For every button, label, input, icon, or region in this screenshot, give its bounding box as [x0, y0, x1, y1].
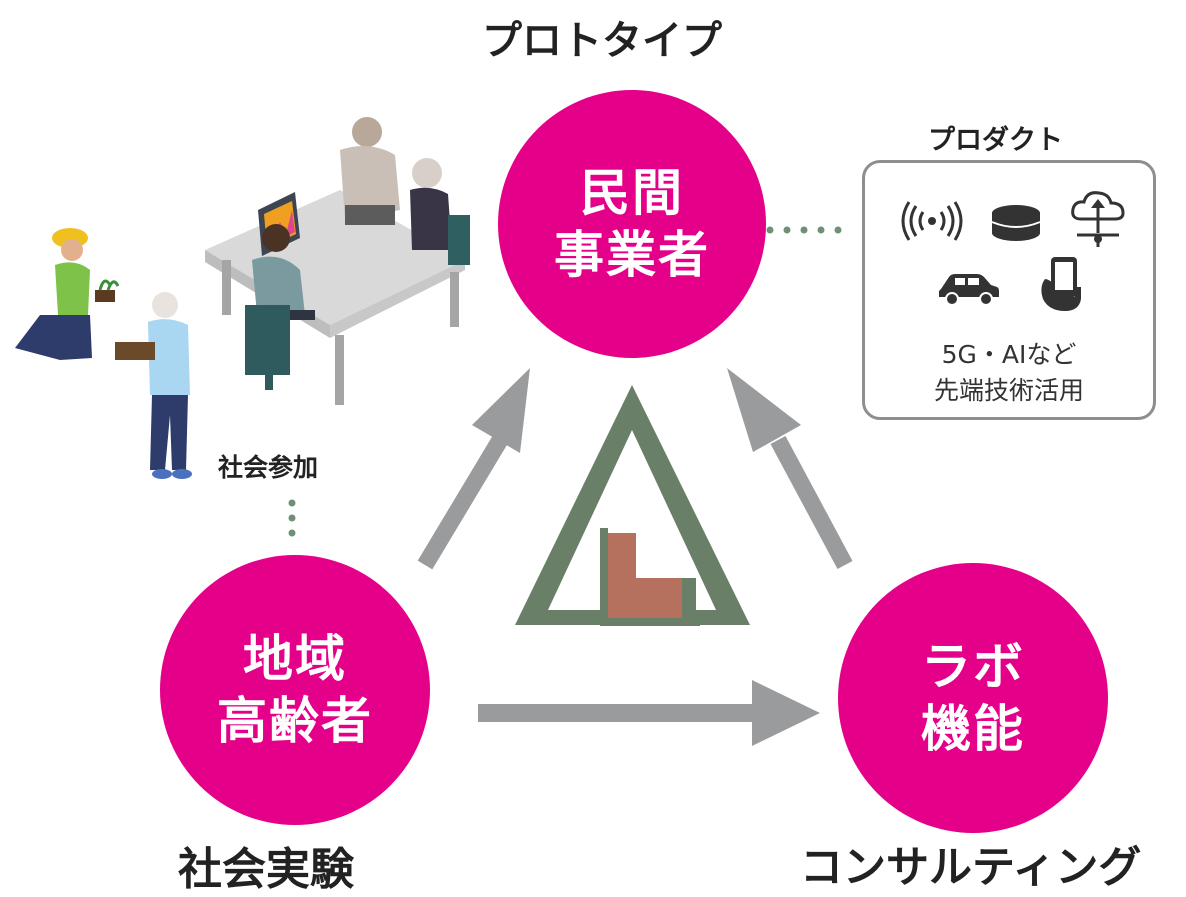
node-private-line2: 事業者 [554, 226, 710, 284]
node-private-business: 民間 事業者 [498, 90, 766, 358]
product-line1: 5G・AIなど [941, 340, 1077, 369]
node-private-line1: 民間 [580, 163, 684, 222]
node-lab-line1: ラボ [921, 637, 1025, 696]
node-local-elderly: 地域 高齢者 [160, 555, 430, 825]
arrow-elderly-to-lab [478, 680, 820, 746]
product-dots [766, 226, 842, 234]
node-elderly-line2: 高齢者 [217, 692, 373, 750]
product-box: 5G・AIなど 先端技術活用 [862, 160, 1156, 420]
arrow-elderly-to-private [417, 368, 530, 570]
wireless-icon [901, 201, 963, 241]
logo-mark [515, 385, 750, 626]
product-title: プロダクト [928, 125, 1063, 156]
node-lab-function: ラボ 機能 [838, 563, 1108, 833]
node-lab-line2: 機能 [921, 700, 1025, 758]
smartphone-hand-icon [1041, 257, 1081, 311]
cloud-network-icon [1071, 191, 1125, 247]
participation-dots [288, 499, 296, 537]
database-icon [991, 205, 1041, 241]
node-elderly-line1: 地域 [243, 629, 347, 688]
prototype-label: プロトタイプ [482, 18, 722, 64]
product-line2: 先端技術活用 [933, 376, 1084, 405]
consulting-label: コンサルティング [800, 843, 1142, 893]
social-participation-label: 社会参加 [218, 453, 319, 482]
car-icon [939, 274, 999, 306]
people-illustration [15, 117, 470, 479]
arrow-lab-to-private [727, 368, 853, 570]
